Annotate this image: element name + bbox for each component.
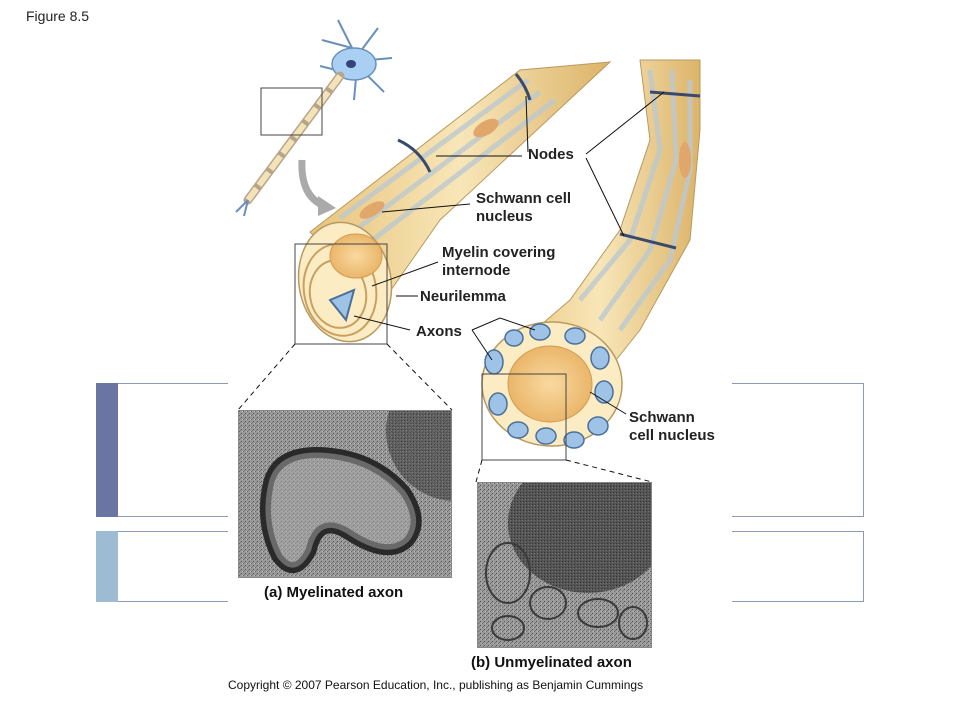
label-myelin-covering-internode: Myelin covering internode bbox=[442, 244, 556, 279]
label-axons: Axons bbox=[416, 323, 462, 340]
caption-unmyelinated-axon: (b) Unmyelinated axon bbox=[471, 654, 632, 671]
myelinated-axon-micrograph bbox=[238, 410, 452, 578]
unmyelinated-axon-micrograph bbox=[477, 482, 652, 648]
slide-accent-bar-dark bbox=[96, 383, 118, 517]
leader-lines bbox=[237, 91, 665, 483]
neuron-icon bbox=[235, 19, 393, 217]
unmyelinated-fiber bbox=[481, 59, 701, 461]
caption-myelinated-axon: (a) Myelinated axon bbox=[264, 584, 404, 601]
label-schwann-cell-nucleus-top: Schwann cell nucleus bbox=[476, 190, 572, 225]
label-neurilemma: Neurilemma bbox=[420, 288, 506, 305]
label-schwann-cell-nucleus-right: Schwann cell nucleus bbox=[629, 409, 715, 444]
label-nodes: Nodes bbox=[528, 146, 574, 163]
slide-accent-bar-light bbox=[96, 531, 118, 602]
figure-label: Figure 8.5 bbox=[26, 8, 90, 24]
myelinated-fiber bbox=[294, 61, 612, 345]
copyright-notice: Copyright © 2007 Pearson Education, Inc.… bbox=[228, 678, 644, 692]
